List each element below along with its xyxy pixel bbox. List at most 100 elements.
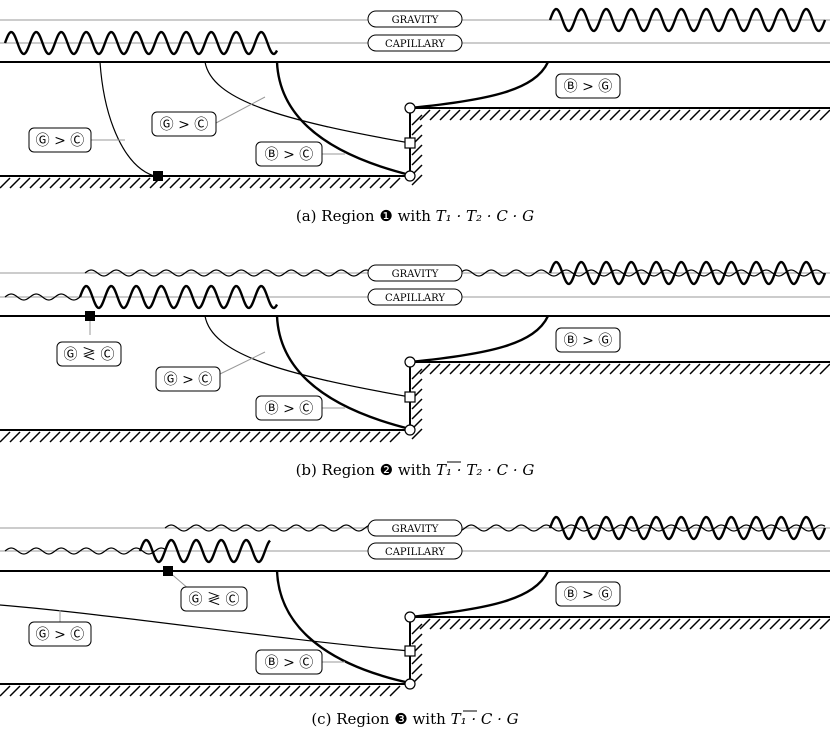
svg-text:Ⓑ > Ⓖ: Ⓑ > Ⓖ [564, 333, 613, 349]
hatch-stroke [411, 174, 423, 186]
gravity-label-text: GRAVITY [392, 15, 439, 26]
hatch-stroke [539, 618, 551, 630]
hatch-stroke [469, 109, 481, 121]
hatch-stroke [199, 431, 211, 443]
hatch-stroke [79, 177, 91, 189]
hatch-stroke [279, 177, 291, 189]
hatch-stroke [19, 431, 31, 443]
hatch-stroke [309, 431, 321, 443]
capillary-wave [3, 30, 279, 56]
hatch-stroke [699, 618, 711, 630]
hatch-stroke [269, 685, 281, 697]
hatch-stroke [559, 109, 571, 121]
hatch-stroke [619, 109, 631, 121]
hatch-stroke [159, 685, 171, 697]
hatch-stroke [99, 685, 111, 697]
hatch-stroke [329, 685, 341, 697]
hatch-stroke [359, 177, 371, 189]
g-gt-c-label-2: Ⓖ > Ⓒ [151, 111, 217, 137]
hatch-stroke [411, 428, 423, 440]
hatch-stroke [459, 363, 471, 375]
hatch-stroke [411, 408, 423, 420]
hatch-stroke [379, 177, 391, 189]
hatch-stroke [469, 618, 481, 630]
hatch-stroke [89, 431, 101, 443]
hatch-stroke [9, 685, 21, 697]
hatch-stroke [539, 363, 551, 375]
capillary-label: CAPILLARY [367, 288, 463, 306]
hatch-stroke [659, 363, 671, 375]
hatch-stroke [229, 177, 241, 189]
hatch-stroke [719, 363, 731, 375]
hatch-stroke [459, 618, 471, 630]
hatch-stroke [789, 363, 801, 375]
hatch-stroke [379, 685, 391, 697]
hatch-stroke [739, 363, 751, 375]
hatch-stroke [749, 618, 761, 630]
svg-text:Ⓑ > Ⓒ: Ⓑ > Ⓒ [265, 147, 314, 163]
hatch-stroke [569, 363, 581, 375]
b-gt-g-label: Ⓑ > Ⓖ [555, 73, 621, 99]
hatch-stroke [319, 177, 331, 189]
hatch-stroke [619, 618, 631, 630]
hatch-stroke [499, 363, 511, 375]
hatch-stroke [769, 618, 781, 630]
hatch-stroke [329, 177, 341, 189]
hatch-stroke [569, 618, 581, 630]
hatch-stroke [319, 431, 331, 443]
hatch-stroke [259, 431, 271, 443]
hatch-stroke [169, 431, 181, 443]
hatch-stroke [169, 685, 181, 697]
gravity-label: GRAVITY [367, 264, 463, 282]
hatch-stroke [19, 685, 31, 697]
hatch-stroke [499, 618, 511, 630]
hatch-stroke [739, 109, 751, 121]
hatch-stroke [799, 618, 811, 630]
hatch-stroke [429, 363, 441, 375]
hatch-stroke [729, 618, 741, 630]
hatch-stroke [349, 431, 361, 443]
hatch-stroke [719, 109, 731, 121]
hatch-stroke [199, 685, 211, 697]
hatch-stroke [389, 177, 401, 189]
hatch-stroke [279, 431, 291, 443]
hatch-stroke [339, 431, 351, 443]
hatch-stroke [549, 363, 561, 375]
hatch-stroke [509, 109, 521, 121]
hatch-stroke [109, 685, 121, 697]
hatch-stroke [569, 109, 581, 121]
hatch-stroke [389, 685, 401, 697]
hatch-stroke [299, 177, 311, 189]
hatch-stroke [189, 431, 201, 443]
hatch-stroke [119, 177, 131, 189]
hatch-stroke [759, 363, 771, 375]
hatch-stroke [279, 685, 291, 697]
hatch-stroke [209, 177, 221, 189]
hatch-stroke [119, 431, 131, 443]
hatch-stroke [249, 431, 261, 443]
hatch-stroke [289, 177, 301, 189]
hatch-stroke [589, 618, 601, 630]
white-square-marker [404, 137, 416, 149]
hatch-stroke [709, 109, 721, 121]
hatch-stroke [639, 618, 651, 630]
hatch-stroke [49, 177, 61, 189]
g-ge-c-label: Ⓖ ≷ Ⓒ [180, 586, 248, 612]
hatch-stroke [769, 109, 781, 121]
hatch-stroke [89, 685, 101, 697]
hatch-stroke [369, 177, 381, 189]
hatch-stroke [119, 685, 131, 697]
hatch-stroke [699, 363, 711, 375]
hatch-stroke [689, 363, 701, 375]
hatch-stroke [69, 685, 81, 697]
hatch-stroke [129, 431, 141, 443]
hatch-stroke [159, 431, 171, 443]
hatch-stroke [559, 363, 571, 375]
hatch-stroke [809, 109, 821, 121]
svg-text:Ⓑ > Ⓖ: Ⓑ > Ⓖ [564, 79, 613, 95]
hatch-stroke [339, 685, 351, 697]
hatch-stroke [519, 109, 531, 121]
hatch-stroke [659, 618, 671, 630]
hatch-stroke [669, 363, 681, 375]
hatch-stroke [529, 363, 541, 375]
